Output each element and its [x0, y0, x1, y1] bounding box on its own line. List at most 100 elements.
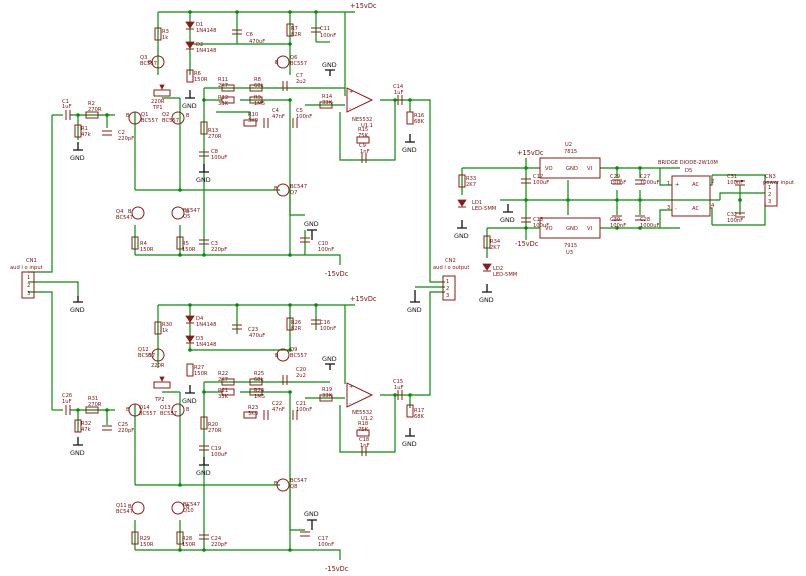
- cn2-connector[interactable]: 1 2 3 CN2 aud i o output: [433, 258, 469, 301]
- svg-text:150R: 150R: [194, 77, 208, 83]
- vpos-label-bottom: +15vDc: [350, 295, 377, 303]
- svg-text:U2: U2: [565, 142, 572, 148]
- svg-text:C32: C32: [727, 212, 737, 218]
- svg-text:B: B: [274, 481, 278, 487]
- ground-icon: GND: [70, 142, 85, 162]
- svg-text:GND: GND: [566, 226, 578, 232]
- svg-text:D1: D1: [196, 22, 203, 28]
- svg-text:Q12: Q12: [138, 347, 149, 353]
- vneg-label-psu: -15vDc: [515, 240, 539, 248]
- svg-text:1nF: 1nF: [360, 149, 370, 155]
- gnd-label: GND: [454, 232, 469, 240]
- svg-text:100uF: 100uF: [211, 155, 227, 161]
- svg-text:BC547: BC547: [116, 509, 133, 515]
- ground-icon: GND: [182, 90, 197, 110]
- cn2-desc: aud i o output: [433, 265, 469, 271]
- svg-text:C16: C16: [320, 320, 330, 326]
- svg-text:Q7: Q7: [290, 190, 297, 196]
- cn3-connector[interactable]: 1 2 3 CN3 power input: [763, 174, 794, 207]
- svg-text:82R: 82R: [291, 32, 302, 38]
- svg-text:R4: R4: [140, 241, 148, 247]
- svg-text:C3: C3: [211, 241, 218, 247]
- gnd-label: GND: [500, 216, 515, 224]
- svg-text:C4: C4: [272, 108, 280, 114]
- svg-text:R16: R16: [414, 113, 424, 119]
- svg-text:100nF: 100nF: [318, 247, 334, 253]
- svg-text:R10: R10: [248, 112, 258, 118]
- gnd-label: GND: [196, 469, 211, 477]
- svg-text:R20: R20: [208, 422, 218, 428]
- svg-text:47k: 47k: [81, 132, 91, 138]
- svg-text:C14: C14: [393, 84, 404, 90]
- svg-text:270R: 270R: [88, 402, 102, 408]
- svg-text:47nF: 47nF: [272, 407, 285, 413]
- svg-text:470uF: 470uF: [249, 333, 265, 339]
- svg-text:BRIDGE DIODE-2W10M: BRIDGE DIODE-2W10M: [658, 160, 718, 166]
- svg-text:GND: GND: [566, 166, 578, 172]
- svg-text:Q11: Q11: [116, 503, 127, 509]
- svg-text:C26: C26: [62, 393, 72, 399]
- ground-icon: GND: [182, 385, 197, 405]
- svg-text:C17: C17: [318, 536, 328, 542]
- svg-text:R33: R33: [466, 176, 476, 182]
- svg-text:LD2: LD2: [493, 266, 503, 272]
- svg-text:B: B: [148, 60, 152, 66]
- svg-text:1000uF: 1000uF: [640, 180, 659, 186]
- svg-text:D5: D5: [685, 168, 692, 174]
- svg-text:2u2: 2u2: [296, 79, 306, 85]
- gnd-label: GND: [182, 102, 197, 110]
- svg-text:VO: VO: [545, 226, 553, 232]
- svg-text:C29: C29: [610, 174, 620, 180]
- svg-text:R22: R22: [218, 371, 228, 377]
- svg-text:100nF: 100nF: [727, 180, 743, 186]
- svg-text:+: +: [349, 89, 353, 95]
- svg-text:100uF: 100uF: [211, 452, 227, 458]
- svg-text:3: 3: [768, 199, 771, 205]
- svg-text:1uF: 1uF: [394, 90, 404, 96]
- svg-text:R27: R27: [194, 365, 204, 371]
- svg-text:Q13: Q13: [160, 405, 171, 411]
- svg-text:+: +: [675, 182, 679, 188]
- svg-text:R6: R6: [194, 71, 201, 77]
- svg-text:47nF: 47nF: [272, 114, 285, 120]
- svg-text:100nF: 100nF: [318, 542, 334, 548]
- svg-text:2K7: 2K7: [218, 377, 228, 383]
- svg-text:100nF: 100nF: [320, 326, 336, 332]
- svg-text:270R: 270R: [208, 428, 222, 434]
- svg-text:150R: 150R: [140, 542, 154, 548]
- svg-text:C8: C8: [211, 149, 218, 155]
- svg-text:7815: 7815: [564, 149, 577, 155]
- svg-text:R32: R32: [81, 421, 91, 427]
- svg-text:1uF: 1uF: [394, 385, 404, 391]
- svg-text:33K: 33K: [322, 393, 333, 399]
- svg-text:C7: C7: [296, 73, 303, 79]
- svg-text:470uF: 470uF: [249, 39, 265, 45]
- svg-text:1N4148: 1N4148: [196, 322, 216, 328]
- svg-text:VI: VI: [587, 226, 593, 232]
- svg-text:7915: 7915: [564, 243, 577, 249]
- cn1-connector[interactable]: 1 2 3 CN1 aud i o input: [10, 258, 43, 299]
- svg-text:R31: R31: [88, 396, 98, 402]
- svg-text:BC557: BC557: [290, 353, 307, 359]
